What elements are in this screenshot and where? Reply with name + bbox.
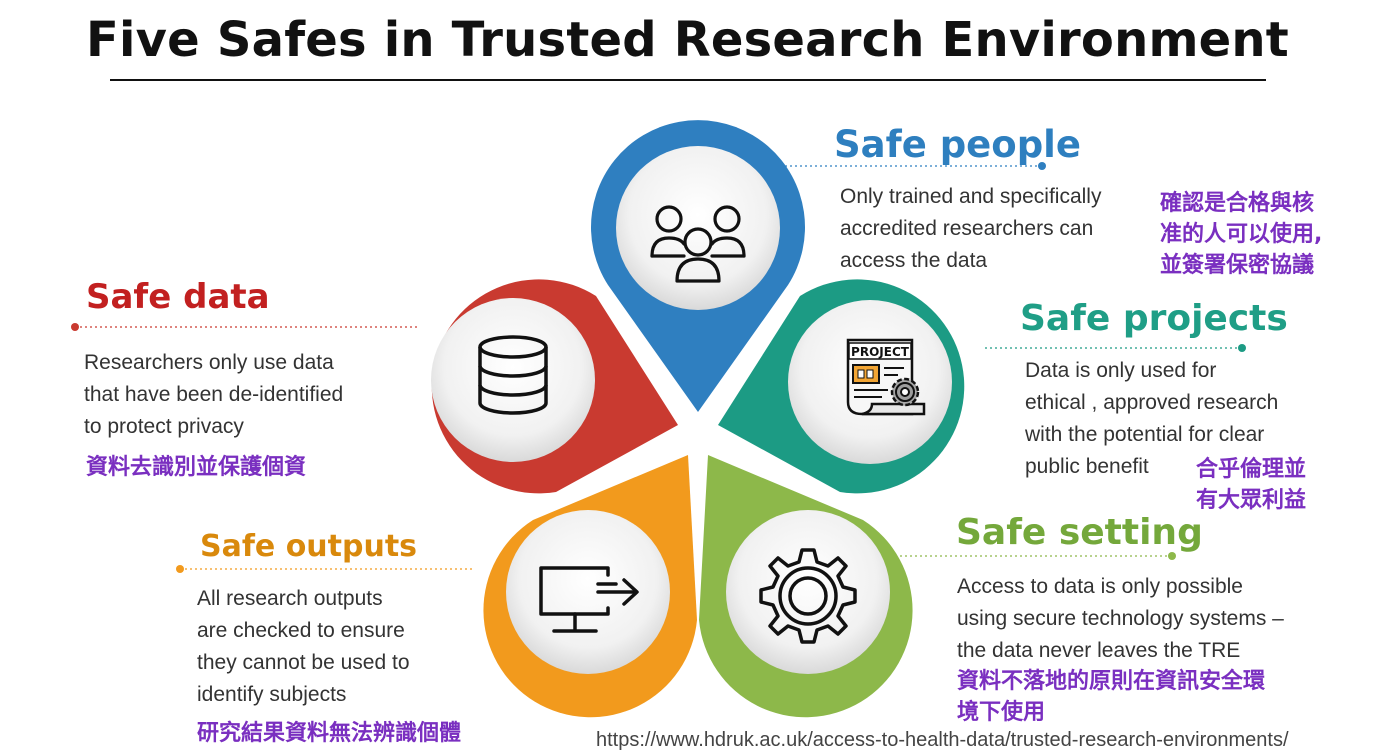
safe-projects-description: Data is only used for ethical , approved… bbox=[1025, 355, 1278, 483]
projects-dot bbox=[1238, 344, 1246, 352]
gear-icon bbox=[759, 548, 857, 644]
safe-projects-zh-line: 合乎倫理並 bbox=[1196, 457, 1307, 482]
people-group-icon bbox=[650, 205, 746, 283]
safe-setting-line: the data never leaves the TRE bbox=[957, 639, 1241, 662]
safe-data-zh-line: 資料去識別並保護個資 bbox=[86, 455, 307, 480]
database-icon bbox=[478, 335, 548, 415]
monitor-export-icon bbox=[539, 566, 639, 633]
data-dot bbox=[71, 323, 79, 331]
safe-setting-zh-line: 資料不落地的原則在資訊安全環 bbox=[957, 669, 1266, 694]
petal-outputs-center bbox=[506, 510, 670, 674]
petal-data-center bbox=[431, 298, 595, 462]
safe-outputs-description: All research outputs are checked to ensu… bbox=[197, 583, 410, 711]
safe-projects-heading: Safe projects bbox=[1020, 298, 1288, 339]
safe-people-line: access the data bbox=[840, 249, 988, 272]
safe-people-line: Only trained and specifically bbox=[840, 185, 1102, 208]
outputs-dot bbox=[176, 565, 184, 573]
safe-data-heading: Safe data bbox=[86, 277, 270, 317]
safe-people-heading: Safe people bbox=[834, 123, 1081, 166]
safe-data-line: that have been de-identified bbox=[84, 383, 344, 406]
safe-setting-line: Access to data is only possible bbox=[957, 575, 1243, 598]
safe-projects-chinese-note: 合乎倫理並 有大眾利益 bbox=[1196, 454, 1306, 516]
petal-setting bbox=[699, 455, 913, 718]
safe-outputs-line: they cannot be used to bbox=[197, 651, 410, 674]
safe-data-chinese-note: 資料去識別並保護個資 bbox=[86, 452, 306, 483]
safe-projects-line: ethical , approved research bbox=[1025, 391, 1279, 414]
safe-outputs-line: identify subjects bbox=[197, 683, 347, 706]
safe-data-line: Researchers only use data bbox=[84, 351, 334, 374]
safe-setting-line: using secure technology systems – bbox=[957, 607, 1284, 630]
safe-people-zh-line: 准的人可以使用, bbox=[1160, 222, 1323, 247]
safe-people-description: Only trained and specifically accredited… bbox=[840, 181, 1101, 277]
svg-text:PROJECT: PROJECT bbox=[851, 345, 910, 359]
safe-data-description: Researchers only use data that have been… bbox=[84, 347, 343, 443]
safe-projects-line: with the potential for clear bbox=[1025, 423, 1265, 446]
setting-dot bbox=[1168, 552, 1176, 560]
safe-setting-zh-line: 境下使用 bbox=[957, 700, 1046, 725]
safe-setting-chinese-note: 資料不落地的原則在資訊安全環 境下使用 bbox=[957, 666, 1265, 728]
petal-data bbox=[431, 279, 678, 494]
safe-people-line: accredited researchers can bbox=[840, 217, 1094, 240]
safe-projects-line: Data is only used for bbox=[1025, 359, 1217, 382]
safe-outputs-heading: Safe outputs bbox=[200, 529, 418, 564]
safe-outputs-chinese-note: 研究結果資料無法辨識個體 bbox=[197, 718, 461, 749]
safe-data-line: to protect privacy bbox=[84, 415, 244, 438]
petal-setting-center bbox=[726, 510, 890, 674]
safe-outputs-line: are checked to ensure bbox=[197, 619, 405, 642]
safe-setting-heading: Safe setting bbox=[956, 512, 1203, 553]
page-title: Five Safes in Trusted Research Environme… bbox=[86, 12, 1289, 68]
safe-outputs-zh-line: 研究結果資料無法辨識個體 bbox=[197, 721, 462, 746]
safe-setting-description: Access to data is only possible using se… bbox=[957, 571, 1284, 667]
project-document-gear-icon: PROJECT bbox=[846, 338, 926, 416]
people-dot bbox=[1038, 162, 1046, 170]
petal-outputs bbox=[483, 455, 697, 718]
safe-people-chinese-note: 確認是合格與核 准的人可以使用, 並簽署保密協議 bbox=[1160, 188, 1322, 281]
title-underline bbox=[110, 79, 1266, 81]
safe-people-zh-line: 確認是合格與核 bbox=[1160, 191, 1315, 216]
safe-projects-line: public benefit bbox=[1025, 455, 1149, 478]
safe-people-zh-line: 並簽署保密協議 bbox=[1160, 253, 1315, 278]
safe-outputs-line: All research outputs bbox=[197, 587, 383, 610]
source-link[interactable]: https://www.hdruk.ac.uk/access-to-health… bbox=[596, 729, 1289, 751]
safe-projects-zh-line: 有大眾利益 bbox=[1196, 488, 1307, 513]
